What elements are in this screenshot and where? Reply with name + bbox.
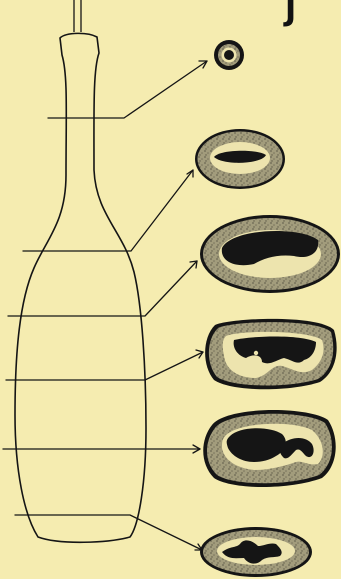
leader-line-5: [3, 445, 200, 453]
organ-outline: [15, 33, 146, 542]
cross-section-3: [200, 215, 340, 293]
leader-line-4: [6, 350, 203, 380]
cross-section-1: [214, 40, 244, 70]
cross-section-6: [200, 527, 312, 577]
leader-lines: [3, 61, 207, 550]
leader-line-1: [48, 61, 207, 118]
cross-section-5: [203, 410, 335, 487]
threads: [74, 0, 81, 32]
cross-section-2: [195, 129, 285, 189]
leader-line-3: [8, 261, 197, 316]
cross-section-4: [205, 319, 337, 389]
leader-line-6: [15, 515, 202, 550]
